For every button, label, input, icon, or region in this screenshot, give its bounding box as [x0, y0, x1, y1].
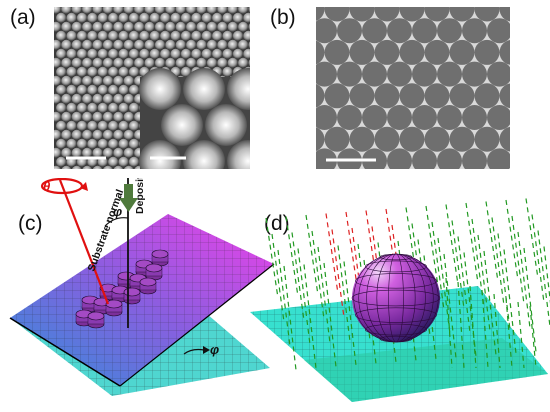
sphere-grid	[351, 253, 441, 343]
phi-symbol-top: φ	[113, 204, 122, 219]
schematic-c: θ φ φ Deposition Substrate normal	[0, 160, 280, 407]
sem-image-a	[54, 7, 250, 169]
sphere	[352, 254, 440, 342]
theta-symbol: θ	[43, 179, 50, 194]
schematic-d	[246, 188, 550, 407]
panel-label-c: (c)	[18, 212, 43, 235]
deposition-arrow-head	[119, 198, 138, 212]
phi-arc-top	[104, 217, 129, 227]
deposition-label: Deposition	[134, 178, 146, 214]
sem-image-b	[316, 7, 510, 169]
phi-symbol-bottom: φ	[210, 342, 219, 357]
field-lines-front	[445, 277, 537, 369]
inset-zoom	[139, 68, 250, 169]
phi-arc-bottom	[183, 348, 205, 355]
panel-label-d: (d)	[264, 212, 290, 235]
pillar-array	[75, 249, 169, 329]
deposition-arrow-body	[124, 184, 133, 200]
panel-label-b: (b)	[270, 6, 296, 29]
substrate-normal-line	[58, 179, 110, 305]
panel-label-a: (a)	[10, 6, 36, 29]
